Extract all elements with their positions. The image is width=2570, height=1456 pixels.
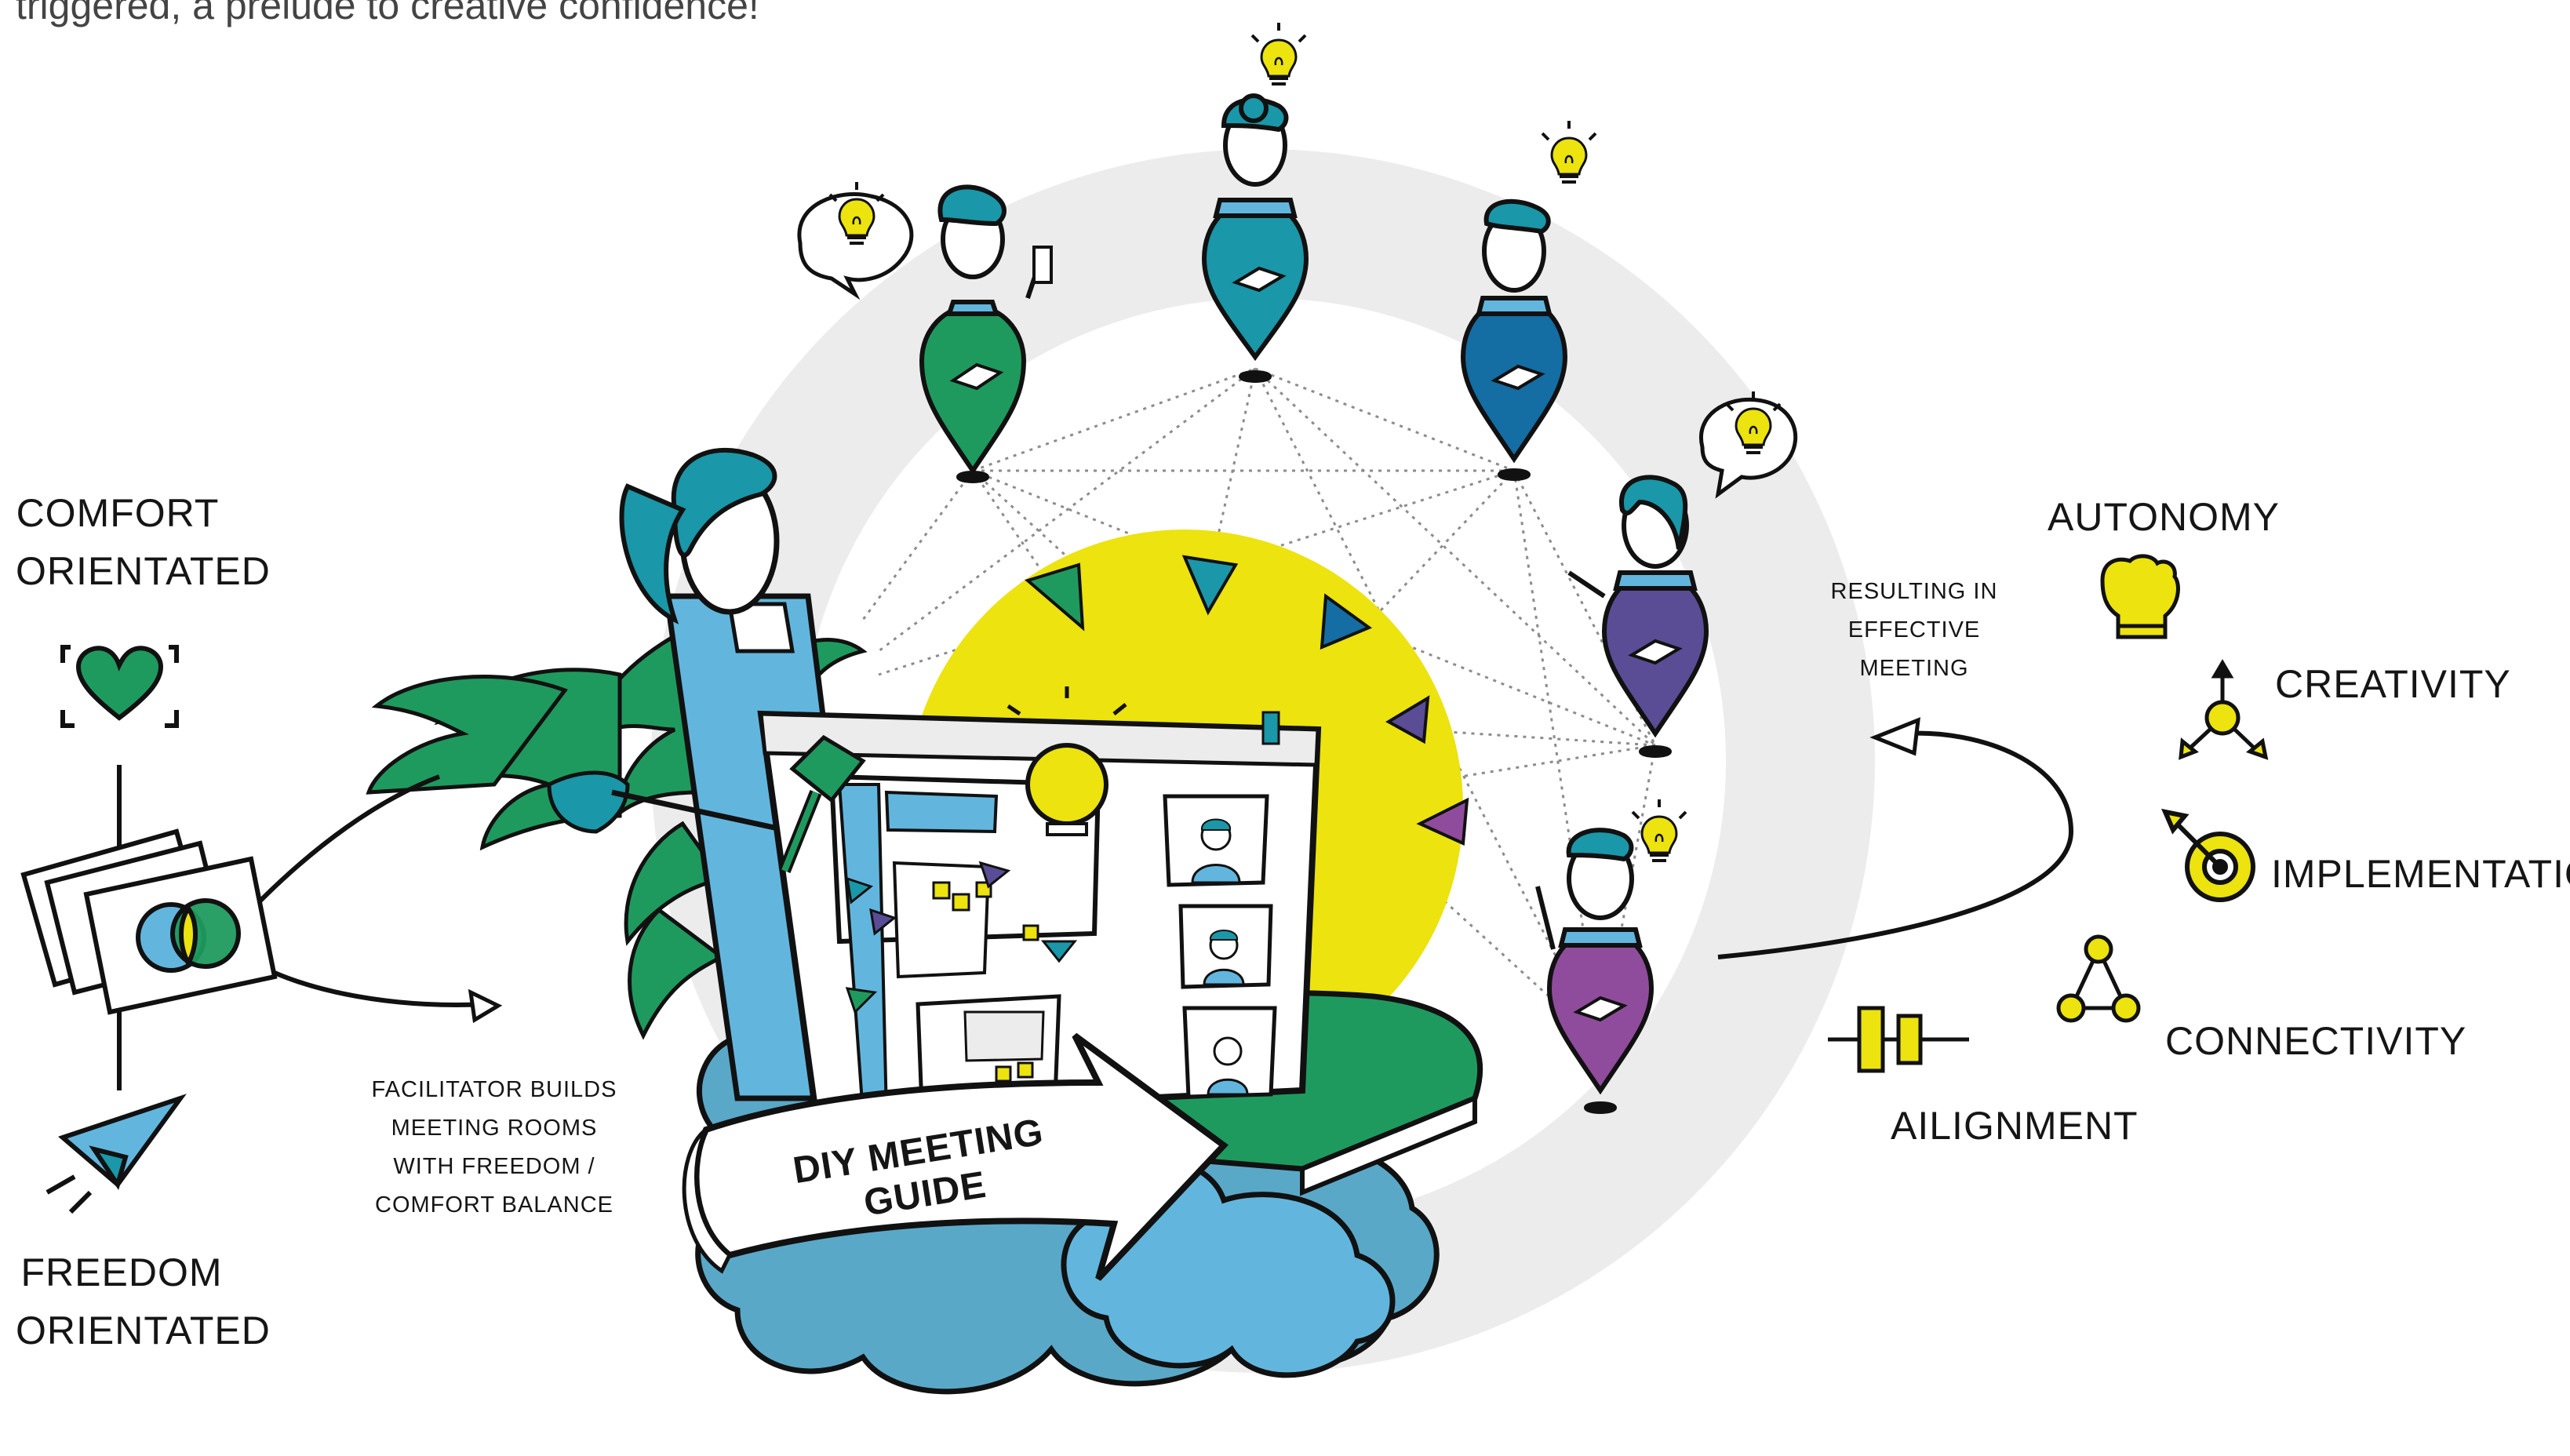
- person-teal: [1201, 93, 1309, 383]
- flow-arrow-up: [257, 774, 441, 905]
- fist-icon: [2100, 554, 2180, 639]
- implementation-label: IMPLEMENTATION: [2271, 852, 2570, 896]
- paper-plane-icon: [46, 1094, 187, 1214]
- intro-text: triggered, a prelude to creative confide…: [16, 0, 759, 27]
- result-note: RESULTING IN EFFECTIVE MEETING: [1830, 579, 1998, 681]
- person-indigo: [1567, 475, 1709, 758]
- person-blue: [1460, 198, 1568, 481]
- creativity-icon: [2179, 659, 2269, 760]
- heart-icon: [60, 645, 179, 728]
- comfort-orientated-label: COMFORT ORIENTATED: [16, 491, 271, 593]
- alignment-label: AILIGNMENT: [1891, 1104, 2139, 1148]
- person-purple: [1535, 828, 1654, 1114]
- web-arrowheads: [1024, 555, 1469, 846]
- browser-window: [757, 686, 1322, 1118]
- autonomy-label: AUTONOMY: [2048, 495, 2280, 539]
- person-green: [919, 184, 1053, 483]
- connectivity-label: CONNECTIVITY: [2165, 1019, 2467, 1063]
- freedom-orientated-label: FREEDOM ORIENTATED: [16, 1250, 271, 1352]
- connectivity-icon: [2056, 934, 2141, 1023]
- creativity-label: CREATIVITY: [2275, 662, 2511, 706]
- facilitator-note: FACILITATOR BUILDS MEETING ROOMS WITH FR…: [371, 1077, 617, 1218]
- alignment-icon: [1828, 1006, 1969, 1073]
- balance-cards: [20, 828, 278, 1015]
- target-icon: [2160, 808, 2255, 902]
- result-loop-arrow: [1717, 730, 2074, 959]
- idea-bubbles: [797, 21, 1798, 864]
- flow-arrow-right: [273, 970, 487, 1007]
